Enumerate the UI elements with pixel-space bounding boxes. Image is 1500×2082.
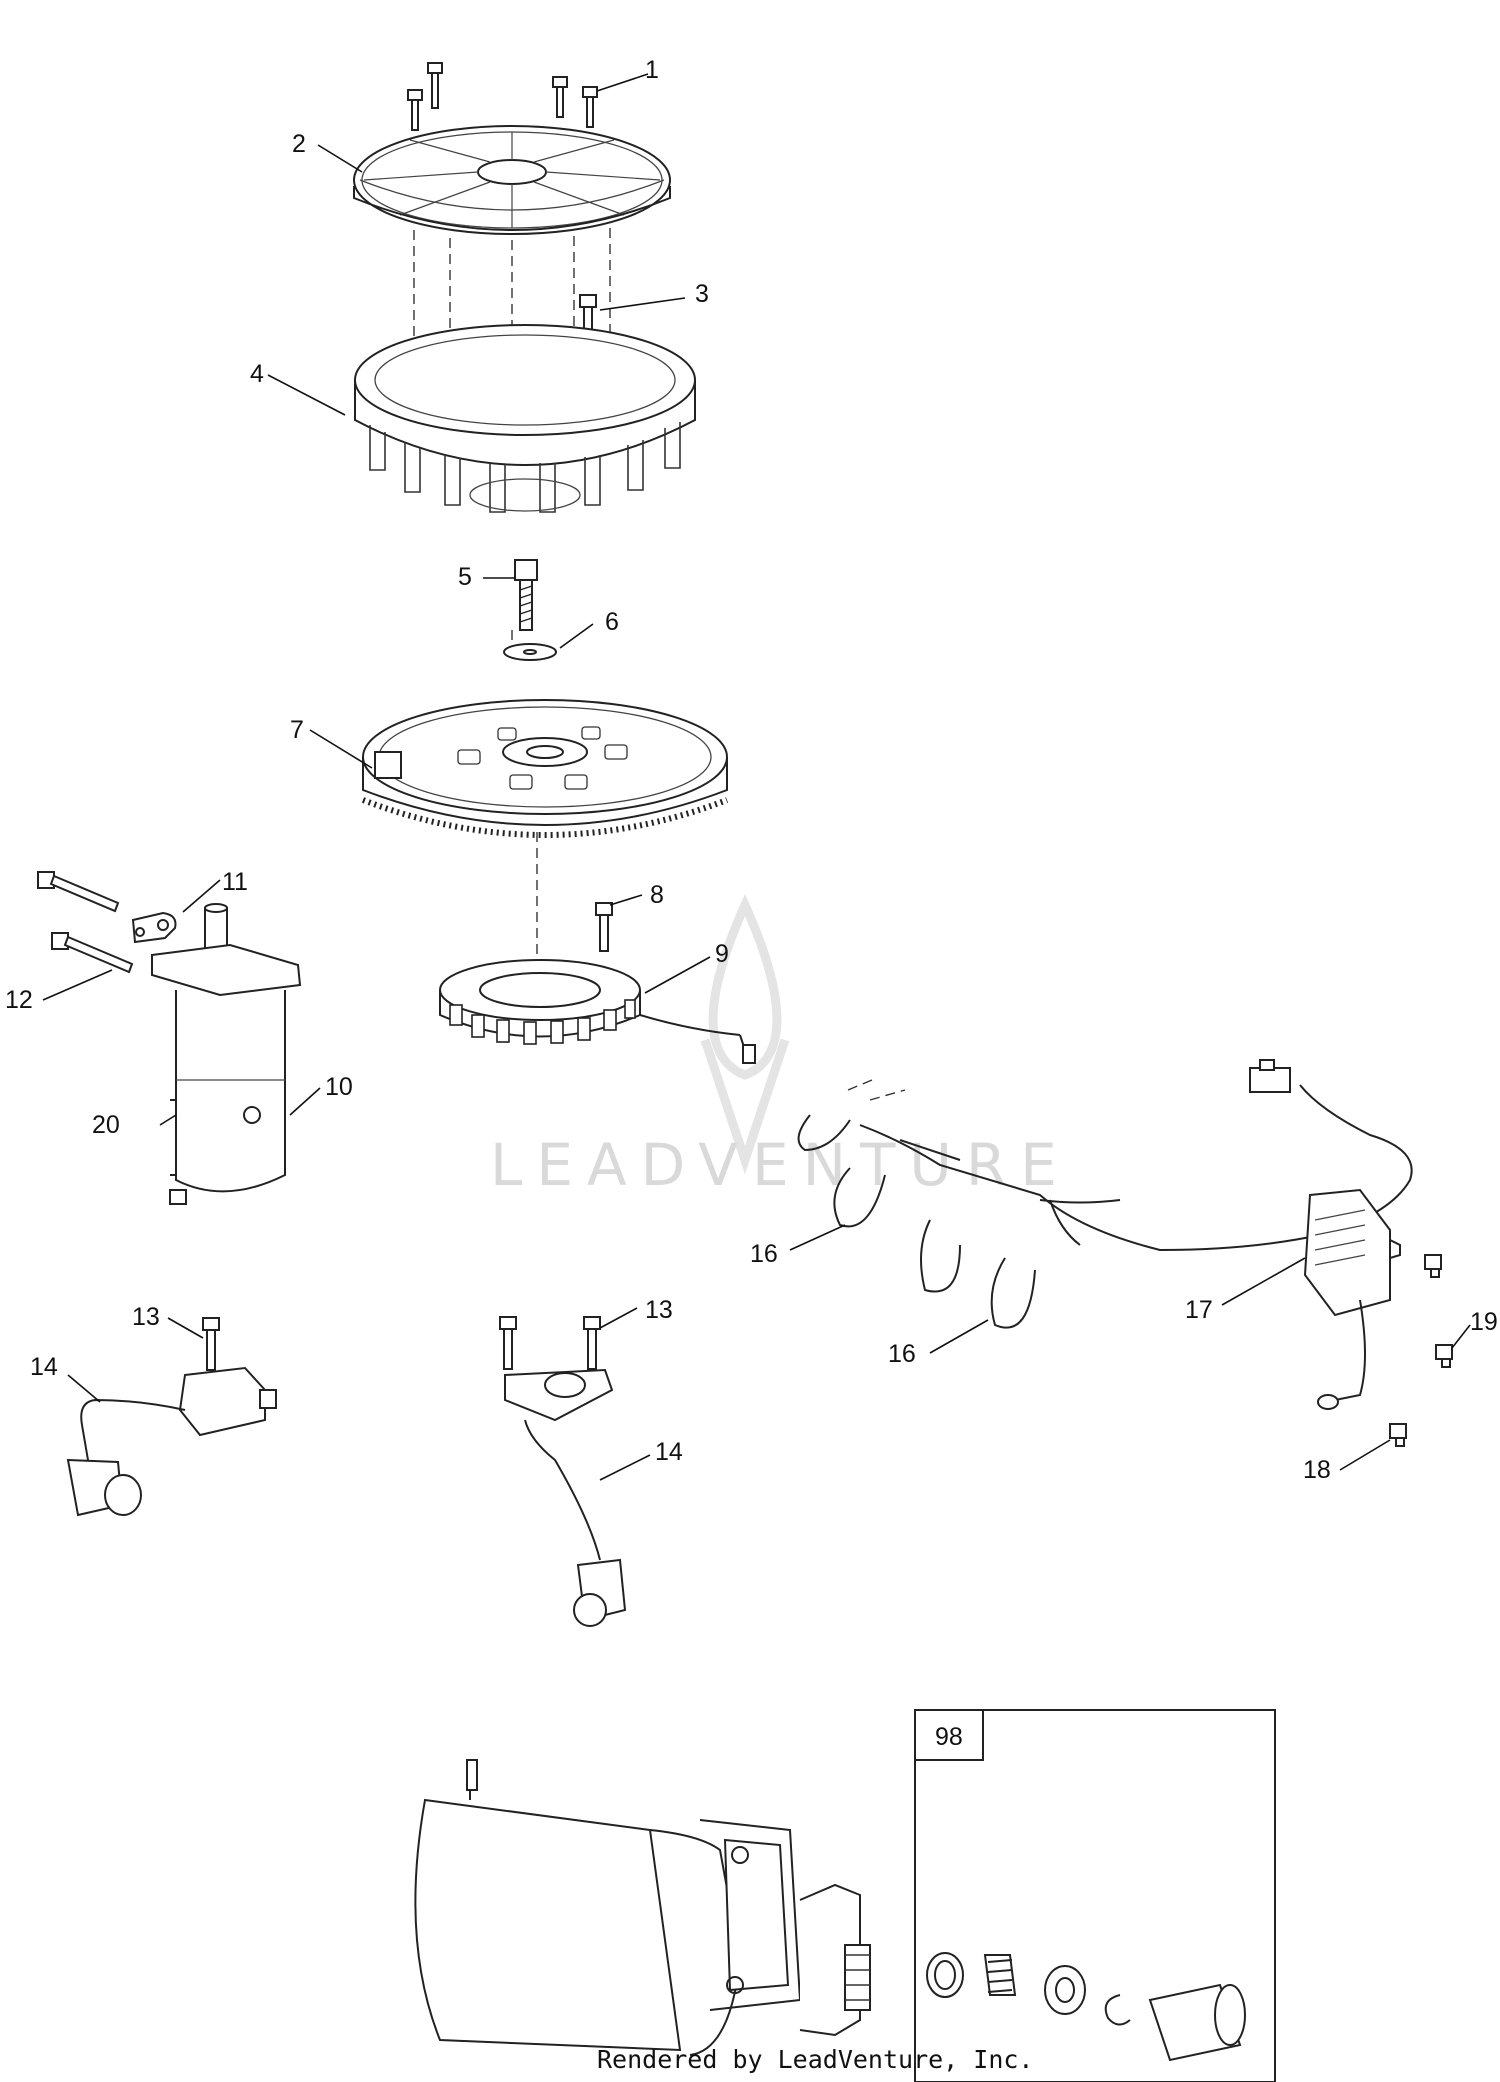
callout-20: 20 — [92, 1111, 120, 1139]
screw-icon — [407, 89, 423, 131]
kit-box-98: 98 — [914, 1709, 1276, 2082]
kit-box-label: 98 — [935, 1723, 963, 1751]
callout-3: 3 — [695, 280, 709, 308]
part-4-fan-housing — [354, 324, 696, 513]
callout-8: 8 — [650, 881, 664, 909]
part-11-bracket — [131, 911, 177, 944]
callout-16-top: 16 — [750, 1240, 778, 1268]
watermark-flame-icon — [700, 894, 790, 1175]
screw-icon — [1424, 1254, 1442, 1278]
watermark-text: LEADVENTURE — [490, 1131, 1071, 1199]
part-16-cable-ties — [797, 1114, 1036, 1329]
alignment-lines — [413, 228, 906, 1101]
callout-12: 12 — [5, 986, 33, 1014]
screw-icon — [582, 86, 598, 128]
part-9-stator — [439, 959, 756, 1064]
callout-16-bottom: 16 — [888, 1340, 916, 1368]
part-5-flywheel-bolt — [514, 559, 538, 631]
callout-2: 2 — [292, 130, 306, 158]
callouts: 1 2 3 4 5 6 7 8 9 10 11 12 13 13 14 14 1… — [5, 56, 1498, 1484]
callout-13-left: 13 — [132, 1303, 160, 1331]
callout-13-middle: 13 — [645, 1296, 673, 1324]
callout-11: 11 — [222, 868, 248, 896]
callout-7: 7 — [290, 716, 304, 744]
callout-10: 10 — [325, 1073, 353, 1101]
part-12-bolts — [37, 871, 134, 974]
part-18-19-screws — [1389, 1254, 1453, 1447]
callout-4: 4 — [250, 360, 264, 388]
callout-17: 17 — [1185, 1296, 1213, 1324]
part-13-14-middle-coil — [499, 1316, 627, 1627]
part-17-harness-regulator — [859, 1059, 1413, 1410]
kit-components — [926, 1952, 1246, 2062]
callout-14-left: 14 — [30, 1353, 58, 1381]
part-3-bolt — [579, 294, 597, 344]
callout-5: 5 — [458, 563, 472, 591]
callout-14-middle: 14 — [655, 1438, 683, 1466]
render-credit: Rendered by LeadVenture, Inc. — [597, 2045, 1034, 2074]
starter-motor — [414, 1759, 871, 2056]
part-8-screw — [595, 902, 613, 952]
callout-18: 18 — [1303, 1456, 1331, 1484]
watermark: LEADVENTURE — [490, 894, 1071, 1199]
screw-icon — [552, 76, 568, 118]
screw-icon — [1435, 1344, 1453, 1368]
callout-9: 9 — [715, 940, 729, 968]
part-10-ignition-coil — [151, 903, 302, 1205]
callout-19: 19 — [1470, 1308, 1498, 1336]
callout-1: 1 — [645, 56, 659, 84]
part-7-flywheel — [361, 699, 729, 838]
screw-icon — [1389, 1423, 1407, 1447]
screw-icon — [427, 62, 443, 109]
part-13-14-left-coil — [66, 1317, 277, 1517]
part-1-screws — [407, 62, 598, 131]
leader-lines — [42, 73, 1471, 1481]
part-2-grille-cover — [353, 125, 671, 235]
callout-6: 6 — [605, 608, 619, 636]
part-6-washer — [503, 643, 557, 661]
